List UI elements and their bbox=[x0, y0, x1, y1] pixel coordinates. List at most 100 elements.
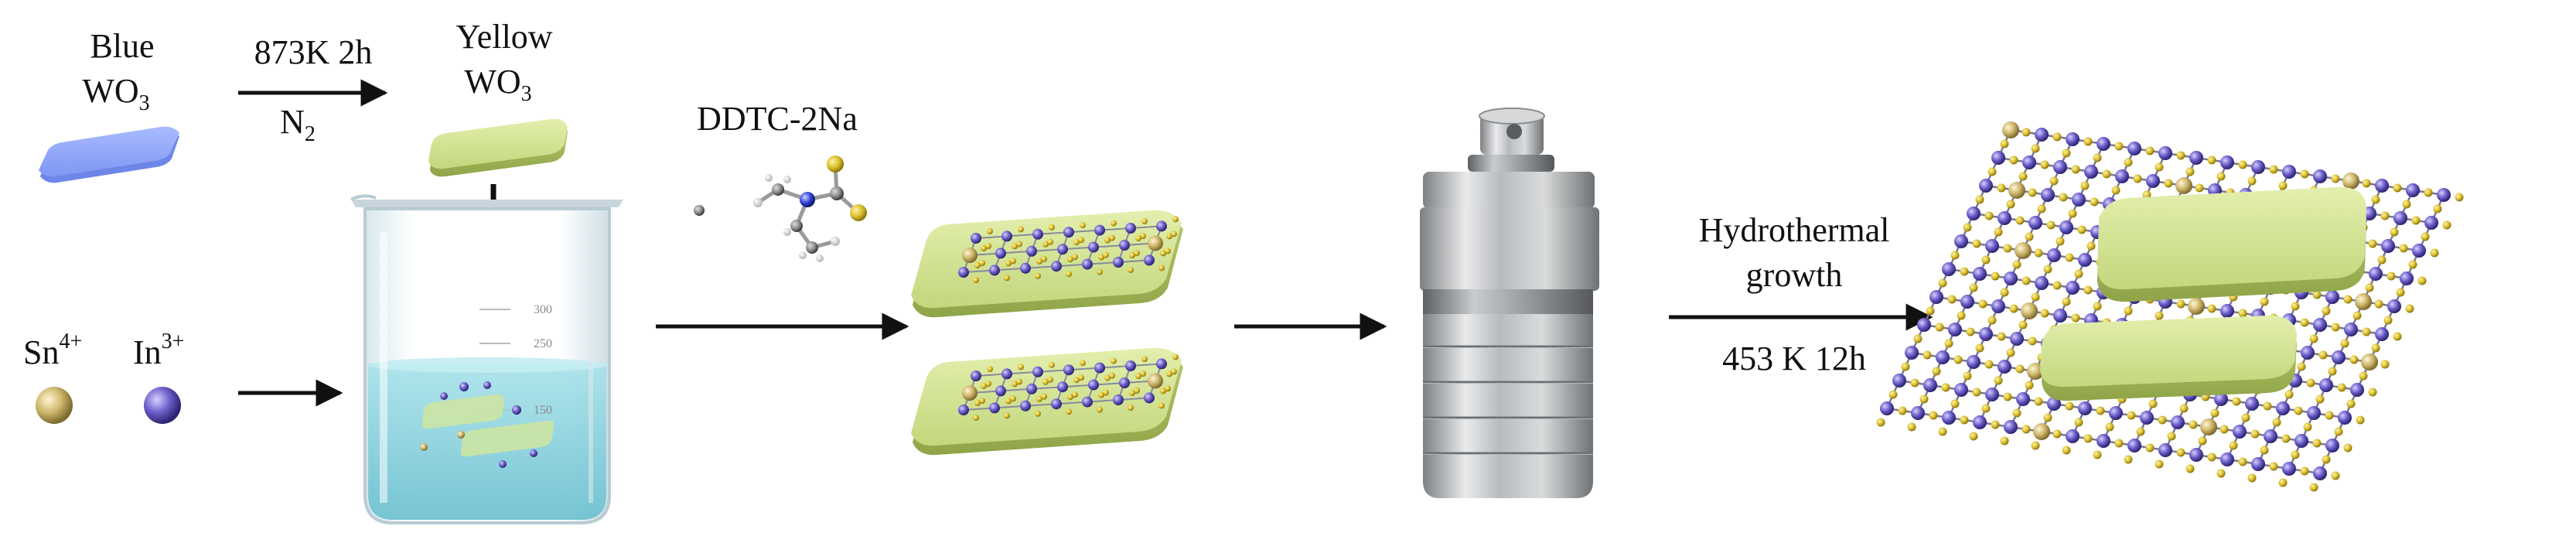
yellow-label-line1: Yellow bbox=[455, 18, 552, 56]
in-atom bbox=[1119, 240, 1130, 251]
in-atom bbox=[1094, 363, 1105, 374]
in-atom bbox=[2424, 216, 2438, 230]
in-atom bbox=[1911, 406, 1925, 420]
in-atom bbox=[2158, 146, 2172, 160]
in-atom bbox=[1985, 239, 1999, 253]
in-atom bbox=[1923, 378, 1937, 392]
in-atom bbox=[2381, 239, 2395, 253]
in-atom bbox=[2325, 290, 2339, 304]
in-label: In3+ bbox=[133, 330, 184, 371]
in-atom bbox=[995, 248, 1006, 258]
in-atom bbox=[2251, 457, 2265, 471]
in-atom bbox=[1991, 151, 2005, 165]
in-atom bbox=[995, 385, 1006, 396]
in-atom bbox=[2189, 151, 2203, 165]
yellow-wo3-plate bbox=[428, 119, 568, 177]
in-atom bbox=[989, 265, 1000, 275]
in-atom bbox=[1032, 229, 1043, 240]
in-atom bbox=[2035, 276, 2049, 290]
in-atom bbox=[2245, 397, 2259, 411]
in-atom bbox=[1156, 358, 1167, 369]
autoclave-icon bbox=[1420, 108, 1599, 498]
in-atom bbox=[958, 405, 969, 415]
in-atom bbox=[1063, 364, 1074, 375]
in-atom bbox=[1125, 360, 1136, 371]
in-atom bbox=[2066, 132, 2080, 146]
in-atom bbox=[2332, 350, 2346, 364]
in-atom bbox=[2369, 267, 2383, 281]
in-atom bbox=[1948, 323, 1962, 336]
hydrothermal-step: Hydrothermal growth 453 K 12h bbox=[1669, 211, 1930, 377]
ddtc-atoms bbox=[694, 155, 867, 262]
in-atom bbox=[2412, 244, 2426, 258]
sn-atom bbox=[962, 385, 978, 401]
in-atom bbox=[1998, 211, 2011, 225]
beaker-tick-150: 150 bbox=[534, 404, 552, 417]
in-atom bbox=[2127, 142, 2141, 155]
in-atom bbox=[971, 371, 981, 381]
in-atom bbox=[2072, 193, 2086, 207]
sodium-atom-icon bbox=[694, 205, 705, 216]
in-atom bbox=[2004, 272, 2018, 285]
in-atom-icon bbox=[144, 387, 181, 424]
in-atom bbox=[2115, 169, 2129, 183]
sn-atom bbox=[1148, 235, 1163, 251]
in-atom bbox=[2146, 174, 2160, 188]
in-atom bbox=[2127, 439, 2141, 452]
in-atom bbox=[1979, 327, 1993, 341]
sn-atom bbox=[2021, 302, 2038, 319]
in-atom bbox=[2109, 406, 2123, 420]
in-atom bbox=[1880, 401, 1894, 415]
in-atom bbox=[2313, 466, 2327, 480]
sn-atom bbox=[2002, 121, 2019, 138]
in-atom bbox=[2350, 383, 2364, 397]
in-atom bbox=[1113, 394, 1124, 405]
in-atom bbox=[2251, 160, 2265, 174]
sn-atom bbox=[962, 248, 978, 263]
in-atom bbox=[2375, 179, 2389, 193]
in-atom bbox=[1985, 388, 1999, 401]
sn-atom bbox=[2175, 177, 2192, 194]
in-atom bbox=[2059, 220, 2073, 234]
in-atom bbox=[1026, 246, 1037, 257]
in-atom bbox=[1905, 346, 1919, 360]
in-atom bbox=[1954, 234, 1968, 248]
in-atom bbox=[2041, 188, 2055, 202]
in-atom bbox=[2325, 439, 2339, 452]
in-atom bbox=[2307, 406, 2321, 420]
in-atom bbox=[2189, 448, 2203, 462]
in-atom bbox=[1032, 367, 1043, 377]
in-atom bbox=[2097, 137, 2110, 151]
sn-atom bbox=[1148, 373, 1163, 388]
in-atom bbox=[1979, 179, 1993, 193]
ddtc-label: DDTC-2Na bbox=[697, 100, 858, 138]
in-atom bbox=[2406, 183, 2420, 197]
in-atom bbox=[1967, 355, 1981, 369]
in-atom bbox=[1936, 350, 1950, 364]
calcination-arrow-group: 873K 2h N2 bbox=[238, 33, 385, 146]
sn-atom bbox=[2361, 353, 2378, 371]
in-atom bbox=[2078, 253, 2092, 267]
in-atom bbox=[2066, 281, 2080, 295]
in-atom bbox=[2220, 304, 2234, 318]
in-atom bbox=[1119, 377, 1130, 388]
in-atom bbox=[2295, 434, 2308, 448]
in-atom bbox=[2171, 415, 2185, 429]
in-atom bbox=[2437, 188, 2451, 202]
in-atom bbox=[2344, 323, 2358, 336]
in-atom bbox=[1960, 295, 1974, 309]
in-atom bbox=[2140, 411, 2154, 425]
in-atom bbox=[2053, 160, 2067, 174]
sn-label: Sn4+ bbox=[23, 330, 82, 371]
in-atom bbox=[1942, 262, 1956, 276]
in-atom bbox=[2393, 211, 2407, 225]
in-atom bbox=[1051, 398, 1062, 409]
in-atom bbox=[2282, 462, 2296, 476]
in-atom bbox=[2233, 425, 2247, 439]
yellow-wo3-label: Yellow WO3 bbox=[455, 18, 552, 106]
in-atom bbox=[1051, 261, 1062, 272]
in-atom bbox=[1973, 267, 1987, 281]
in-atom bbox=[1020, 263, 1031, 274]
hydrothermal-line1: Hydrothermal bbox=[1699, 211, 1890, 249]
beaker: 300 250 150 bbox=[351, 196, 623, 523]
